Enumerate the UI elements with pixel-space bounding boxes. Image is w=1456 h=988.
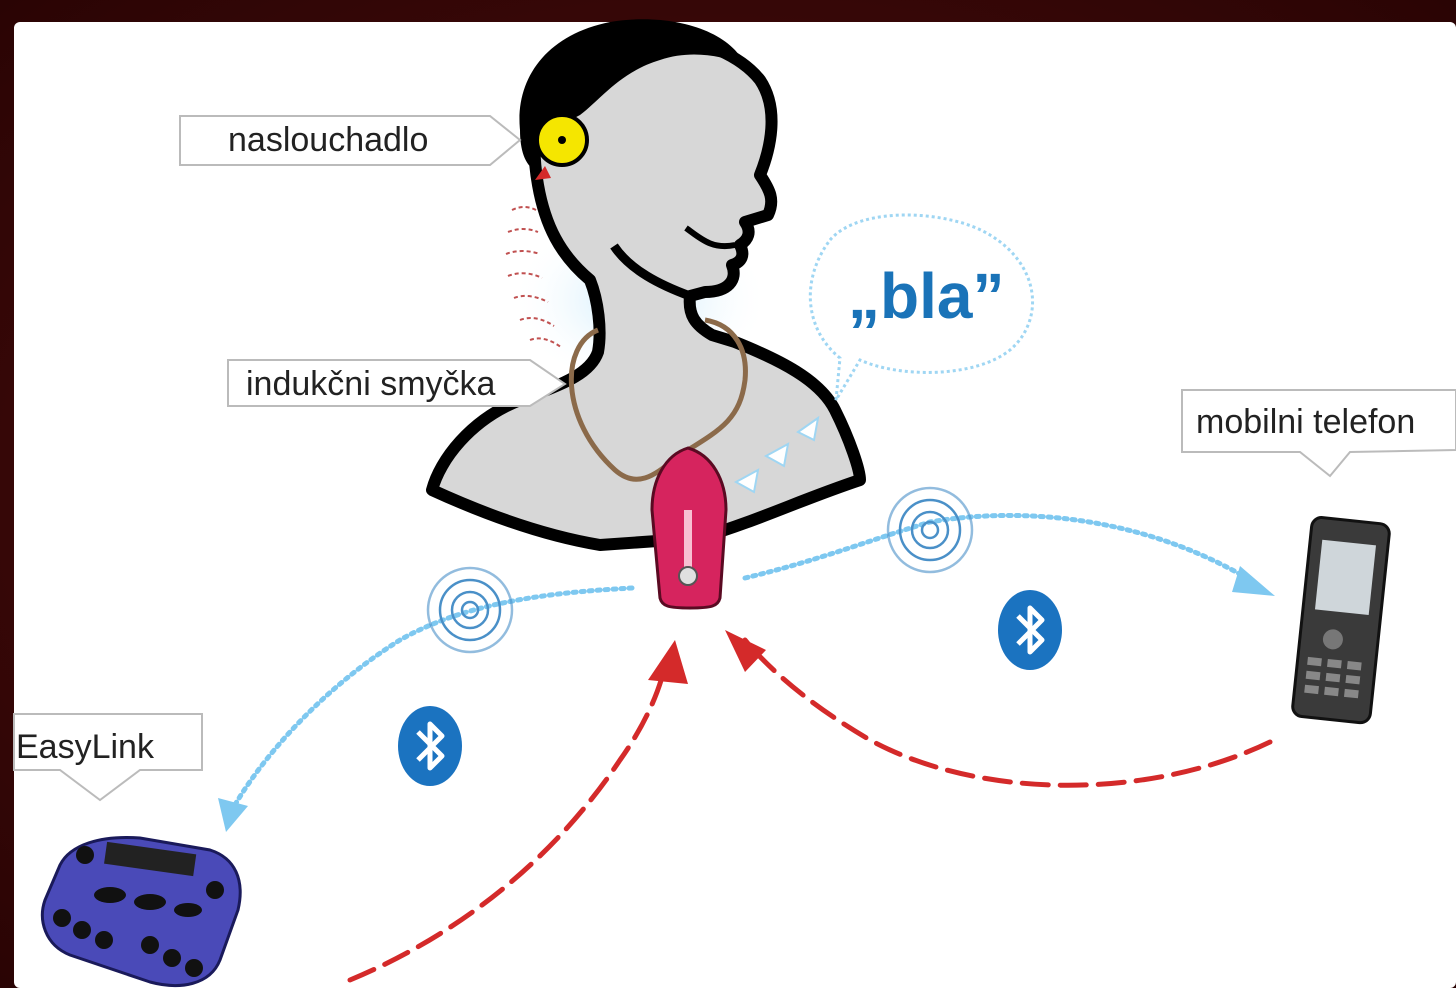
wireless-signal-icon — [426, 566, 514, 654]
streamer-device-icon — [650, 446, 728, 610]
person-silhouette — [426, 19, 866, 551]
induction-loop-label: indukčni smyčka — [227, 359, 567, 407]
mobile-phone-icon — [1291, 516, 1391, 725]
arrow-head-red-left — [648, 640, 688, 684]
easylink-device-icon — [40, 835, 242, 987]
easylink-label-text: EasyLink — [16, 728, 155, 766]
bluetooth-icon — [998, 590, 1062, 670]
induction-field-lines — [505, 206, 563, 349]
hearing-aid-icon — [535, 113, 589, 180]
hearing-aid-label: naslouchadlo — [179, 115, 522, 166]
induction-loop-label-text: indukčni smyčka — [246, 365, 496, 403]
wireless-signal-icon — [886, 486, 974, 574]
arrow-head-phone — [1232, 566, 1275, 596]
mobile-phone-label-text: mobilni telefon — [1196, 403, 1415, 441]
speech-bubble: „bla” — [733, 213, 1034, 494]
arrow-head-easylink — [218, 798, 248, 832]
easylink-label: EasyLink — [13, 713, 203, 802]
speech-bubble-text: „bla” — [848, 260, 1004, 332]
audio-return-arrows — [347, 637, 1273, 983]
wireless-link-arrows — [229, 512, 1253, 813]
arrow-head-red-right — [725, 630, 766, 672]
hearing-aid-label-text: naslouchadlo — [228, 121, 428, 159]
bluetooth-icon — [398, 706, 462, 786]
mobile-phone-label: mobilni telefon — [1181, 389, 1456, 478]
